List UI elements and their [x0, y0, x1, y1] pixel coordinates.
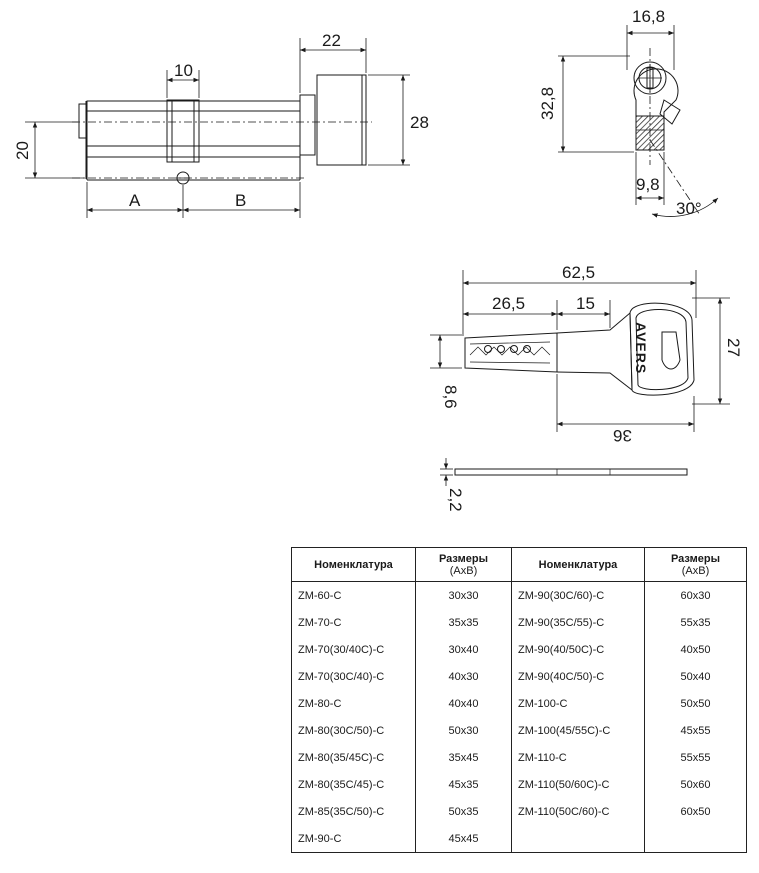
cell-name-left: ZM-90-C: [291, 825, 416, 853]
cell-name-right: ZM-100-C: [511, 690, 645, 717]
table-header-row: Номенклатура Размеры(AxB) Номенклатура Р…: [291, 547, 747, 582]
key-view: [430, 270, 730, 486]
cell-name-right: ZM-90(35C/55)-C: [511, 609, 645, 636]
dim-cylinder-height: 20: [13, 141, 32, 160]
cell-name-right: ZM-100(45/55C)-C: [511, 717, 645, 744]
cell-size-right: 60x30: [644, 581, 747, 609]
cell-name-right: ZM-90(40C/50)-C: [511, 663, 645, 690]
cell-size-left: 30x40: [415, 636, 512, 663]
cell-name-left: ZM-70(30/40C)-C: [291, 636, 416, 663]
dim-key-blade-height: 8,6: [441, 385, 460, 409]
cell-size-left: 30x30: [415, 581, 512, 609]
brand-logo: AVERS: [633, 322, 649, 374]
cell-size-left: 35x45: [415, 744, 512, 771]
cell-size-right: 45x55: [644, 717, 747, 744]
dim-body-length: 22: [322, 31, 341, 50]
cell-size-right: 50x60: [644, 771, 747, 798]
cell-name-left: ZM-70(30C/40)-C: [291, 663, 416, 690]
dim-key-thickness: 2,2: [446, 488, 465, 512]
dim-profile-offset: 9,8: [636, 175, 660, 194]
dim-cam-angle: 30°: [676, 199, 702, 218]
cell-name-right: ZM-90(40/50C)-C: [511, 636, 645, 663]
cell-name-left: ZM-80-C: [291, 690, 416, 717]
cell-name-right: [511, 825, 645, 853]
cell-size-right: 55x35: [644, 609, 747, 636]
cell-size-left: 40x30: [415, 663, 512, 690]
label-b: B: [235, 191, 246, 210]
cell-size-left: 40x40: [415, 690, 512, 717]
cell-name-left: ZM-70-C: [291, 609, 416, 636]
dim-profile-width: 16,8: [632, 7, 665, 26]
cell-size-right: 55x55: [644, 744, 747, 771]
cell-name-left: ZM-80(35/45C)-C: [291, 744, 416, 771]
cell-size-right: 40x50: [644, 636, 747, 663]
cell-name-left: ZM-80(35C/45)-C: [291, 771, 416, 798]
dim-cam-width: 10: [174, 61, 193, 80]
cylinder-side-view: [25, 38, 410, 218]
dim-key-head-height: 27: [724, 338, 743, 357]
cell-size-left: 45x45: [415, 825, 512, 853]
technical-drawing: 22 10 28 20 A B 16,8 32,8 9,8: [13, 7, 743, 512]
cylinder-profile-view: [558, 25, 719, 218]
specification-table: Номенклатура Размеры(AxB) Номенклатура Р…: [291, 547, 747, 853]
cell-name-left: ZM-60-C: [291, 581, 416, 609]
cell-size-right: 60x50: [644, 798, 747, 825]
header-size-left: Размеры(AxB): [415, 547, 512, 582]
dim-key-bow: 36: [613, 426, 632, 445]
cell-size-left: 50x35: [415, 798, 512, 825]
dim-profile-height: 32,8: [538, 87, 557, 120]
dim-key-shoulder: 15: [576, 294, 595, 313]
dim-key-total: 62,5: [562, 263, 595, 282]
cell-name-left: ZM-80(30C/50)-C: [291, 717, 416, 744]
label-a: A: [129, 191, 141, 210]
cell-size-right: [644, 825, 747, 853]
cell-name-left: ZM-85(35C/50)-C: [291, 798, 416, 825]
dim-knob-height: 28: [410, 113, 429, 132]
cell-name-right: ZM-110(50/60C)-C: [511, 771, 645, 798]
cell-size-left: 35x35: [415, 609, 512, 636]
dim-key-blade: 26,5: [492, 294, 525, 313]
cell-size-left: 50x30: [415, 717, 512, 744]
header-name-left: Номенклатура: [291, 547, 416, 582]
header-size-right: Размеры(AxB): [644, 547, 747, 582]
cell-name-right: ZM-90(30C/60)-C: [511, 581, 645, 609]
cell-size-left: 45x35: [415, 771, 512, 798]
header-name-right: Номенклатура: [511, 547, 645, 582]
cell-name-right: ZM-110(50C/60)-C: [511, 798, 645, 825]
cell-size-right: 50x50: [644, 690, 747, 717]
cell-size-right: 50x40: [644, 663, 747, 690]
cell-name-right: ZM-110-C: [511, 744, 645, 771]
